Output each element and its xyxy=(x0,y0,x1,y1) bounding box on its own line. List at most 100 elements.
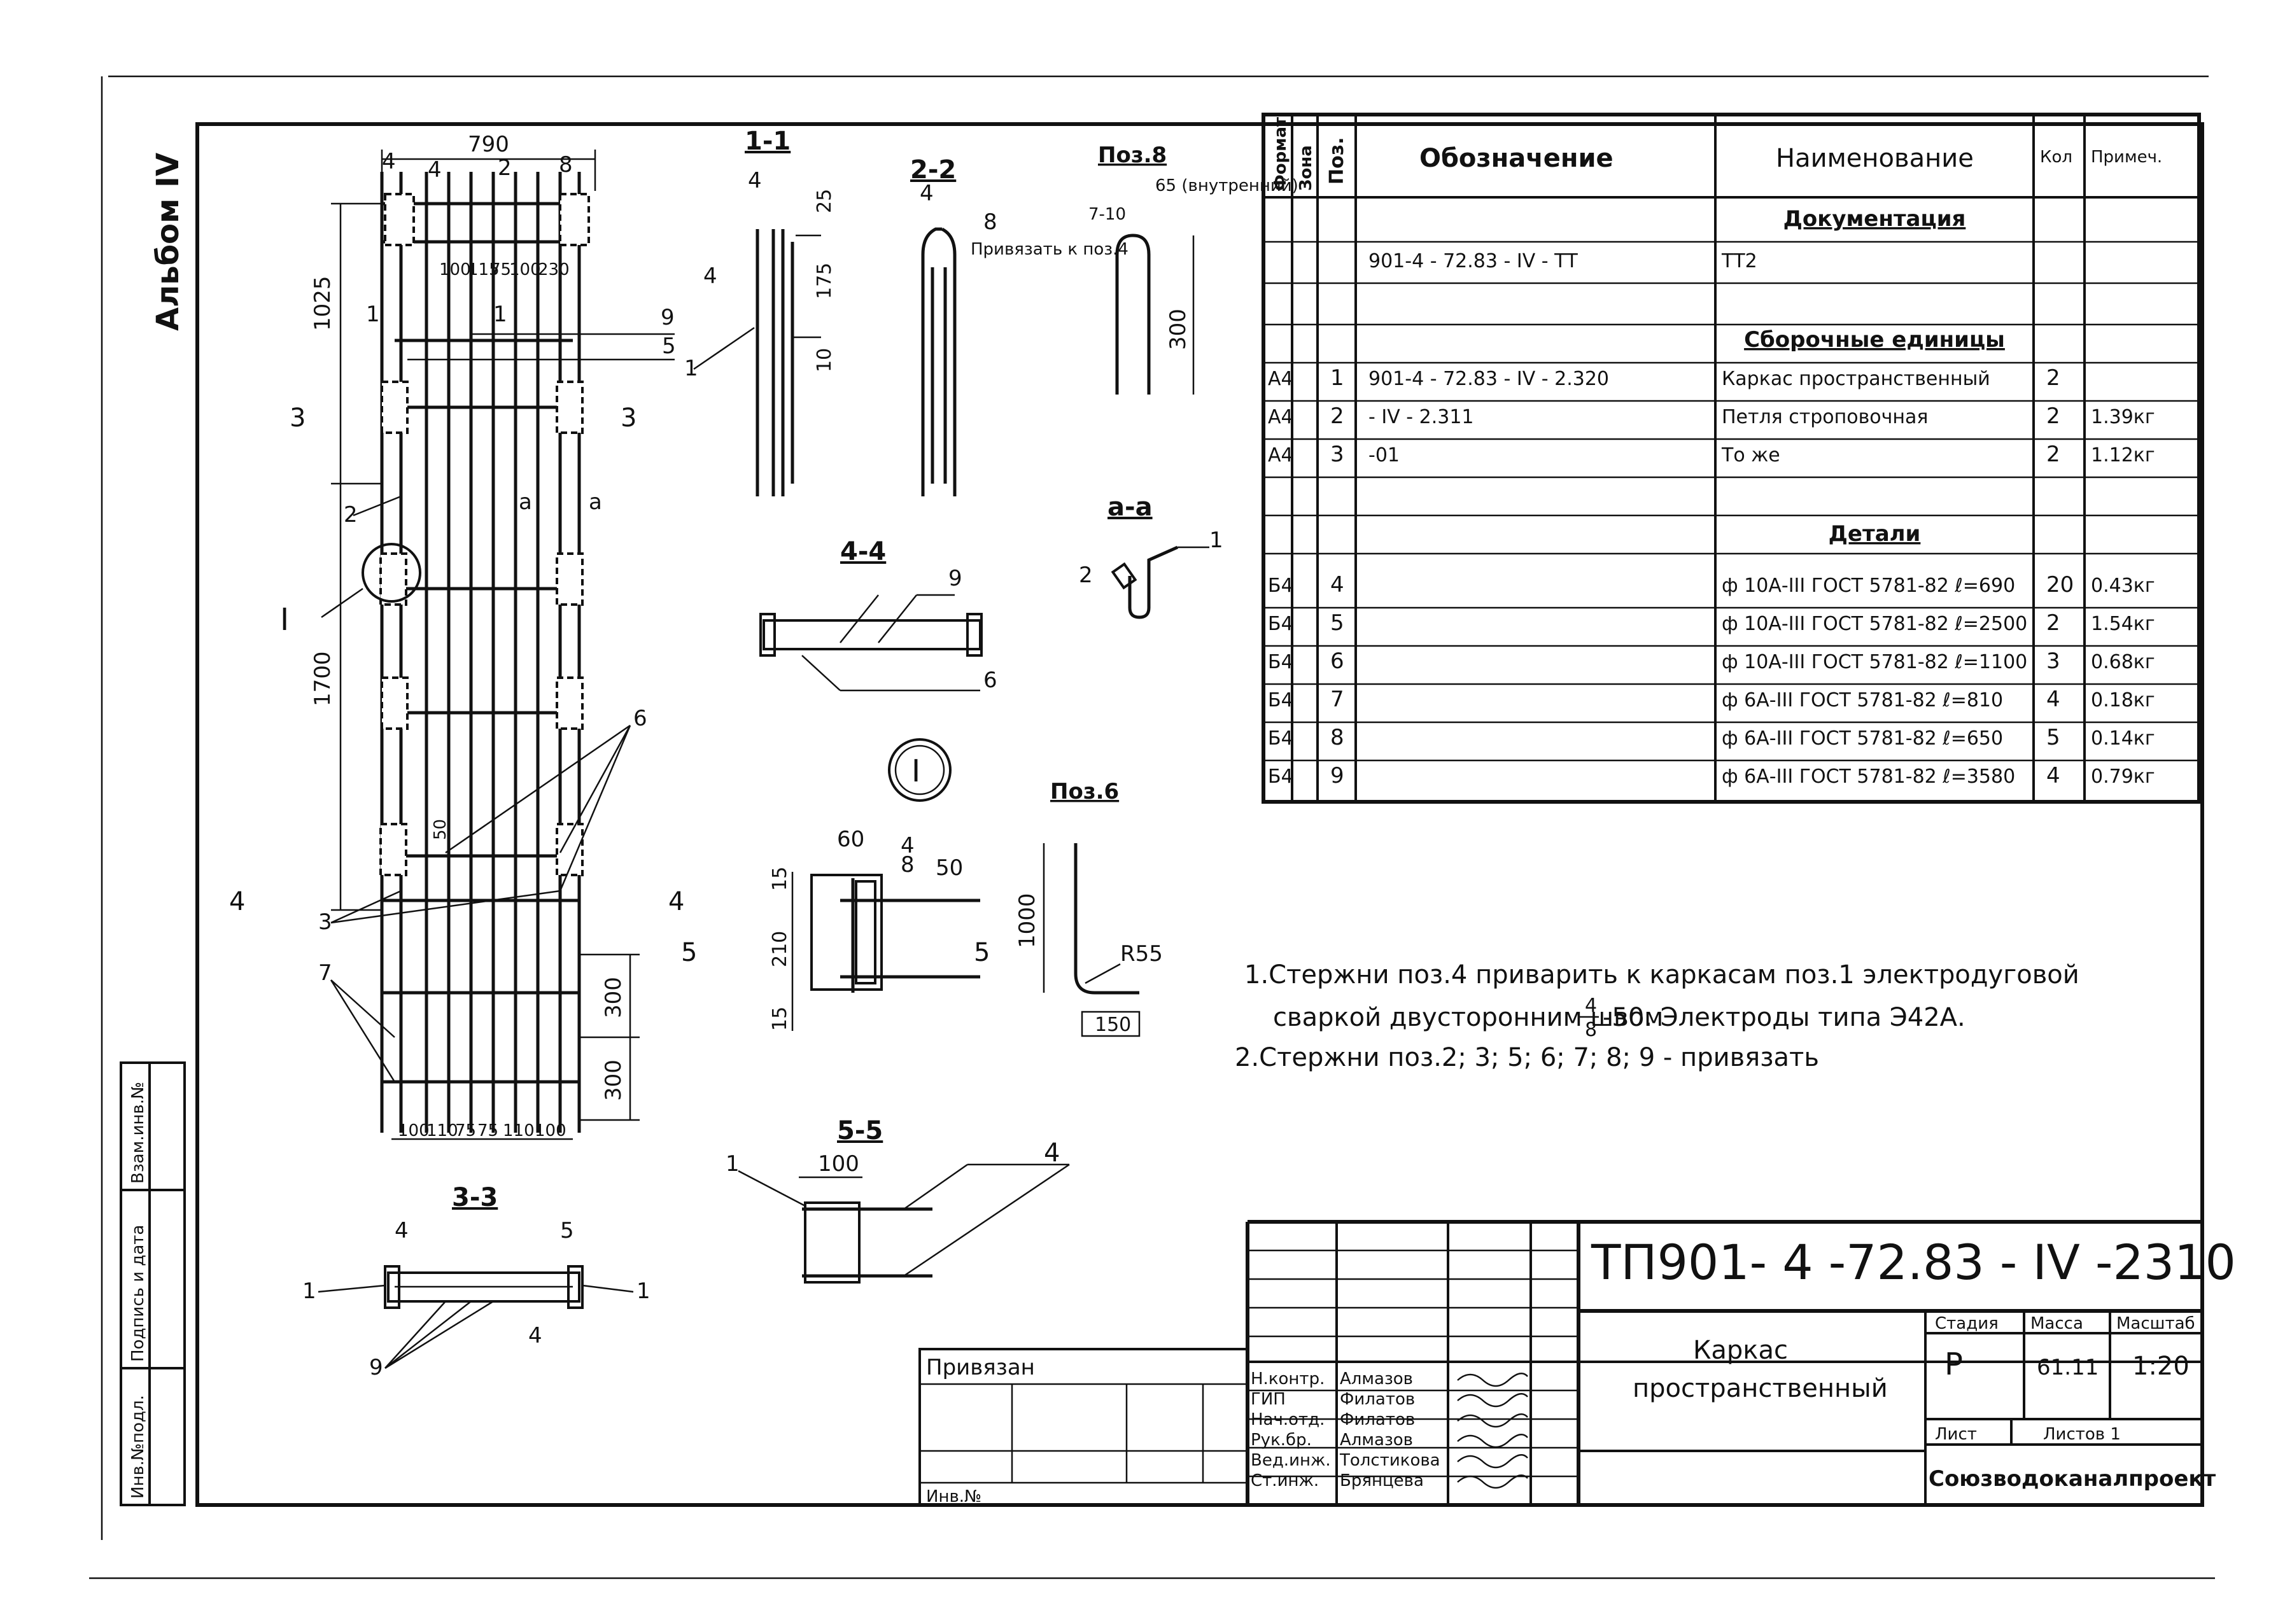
section-1-1: 1-1 25 175 10 1 4 4 xyxy=(684,127,836,496)
spec-cell-note: 0.43кг xyxy=(2091,575,2155,597)
pos6-title: Поз.6 xyxy=(1050,779,1119,804)
dim-790: 790 xyxy=(468,132,509,157)
spec-h-name: Наименование xyxy=(1776,144,1974,173)
spec-cell-name: ф 6А-III ГОСТ 5781-82 ℓ=810 xyxy=(1722,689,2003,711)
signature-mark xyxy=(1457,1474,1528,1489)
spec-cell-qty: 20 xyxy=(2046,572,2074,598)
spec-h-format: Формат xyxy=(1271,117,1290,191)
label-circle-i: I xyxy=(280,602,289,638)
dim-300-b: 300 xyxy=(601,1060,626,1101)
spec-h-qty: Кол xyxy=(2040,148,2072,167)
tb-inv: Инв.№ xyxy=(926,1487,981,1506)
sp-b-6: 100 xyxy=(535,1121,566,1140)
sp-b-3: 75 xyxy=(455,1121,476,1140)
label-7: 7 xyxy=(318,960,332,986)
s44-label-9: 9 xyxy=(948,566,962,591)
pos8-d-710: 7-10 xyxy=(1088,205,1126,224)
section-1-1-title: 1-1 xyxy=(745,127,791,156)
pos8-d-300: 300 xyxy=(1165,309,1191,350)
section-4-4-title: 4-4 xyxy=(840,537,886,566)
signature-mark xyxy=(1457,1453,1528,1469)
s11-label-4a: 4 xyxy=(748,168,762,193)
s55-d-100: 100 xyxy=(818,1151,859,1177)
pos6-d-150: 150 xyxy=(1095,1014,1131,1036)
tb-sheets: Листов 1 xyxy=(2043,1425,2121,1444)
spec-cell-pos: 3 xyxy=(1330,442,1344,467)
label-6: 6 xyxy=(633,706,647,731)
spec-cell-qty: 2 xyxy=(2046,610,2060,636)
label-4-top: 4 xyxy=(382,149,396,174)
tb-stage: Р xyxy=(1944,1347,1963,1382)
s55-label-1: 1 xyxy=(726,1151,740,1177)
spec-cell-pos: 9 xyxy=(1330,763,1344,788)
spec-cell-qty: 5 xyxy=(2046,725,2060,750)
section-3-3: 3-3 1 1 4 5 4 9 xyxy=(302,1183,650,1380)
section-4-4: 4-4 9 6 xyxy=(759,537,997,693)
saa-label-2: 2 xyxy=(1079,563,1093,588)
det-sec-5-right: 5 xyxy=(974,938,990,967)
sp-b-4: 75 xyxy=(477,1121,498,1140)
spec-cell-format: А4 xyxy=(1268,368,1293,390)
spec-cell-format: Б4 xyxy=(1268,613,1293,635)
label-5: 5 xyxy=(662,333,676,359)
spec-cell-format: А4 xyxy=(1268,444,1293,466)
pos8-title: Поз.8 xyxy=(1098,143,1167,168)
section-a-a: a-a 2 1 xyxy=(1079,493,1223,619)
tb-stage-h: Стадия xyxy=(1935,1314,1999,1333)
spec-cell-name: ф 10А-III ГОСТ 5781-82 ℓ=2500 xyxy=(1722,613,2027,635)
stamp-person: Толстикова xyxy=(1339,1451,1440,1470)
section-5-5: 5-5 100 1 4 xyxy=(726,1116,1070,1284)
s33-label-9: 9 xyxy=(369,1355,383,1380)
spec-cell-pos: 5 xyxy=(1330,610,1344,636)
section-2-2: 2-2 4 8 Привязать к поз.4 xyxy=(910,155,1128,496)
spec-cell-name: ф 10А-III ГОСТ 5781-82 ℓ=690 xyxy=(1722,575,2015,597)
stamp-role: Рук.бр. xyxy=(1251,1431,1312,1450)
spec-cell-pos: 4 xyxy=(1330,572,1344,598)
stamp-role: Ст.инж. xyxy=(1251,1471,1319,1490)
tb-scale-h: Масштаб xyxy=(2116,1314,2195,1333)
stamp-person: Филатов xyxy=(1340,1390,1415,1409)
tb-title-1: Каркас xyxy=(1693,1336,1788,1365)
dim-300-a: 300 xyxy=(601,977,626,1018)
spec-cell-name: ф 10А-III ГОСТ 5781-82 ℓ=1100 xyxy=(1722,651,2027,673)
spec-cell-name: Каркас пространственный xyxy=(1722,368,1990,390)
stamp-person: Филатов xyxy=(1340,1410,1415,1429)
note-2: 2.Стержни поз.2; 3; 5; 6; 7; 8; 9 - прив… xyxy=(1235,1043,1819,1072)
spec-cell-name: ТТ2 xyxy=(1721,250,1757,272)
section-3-3-title: 3-3 xyxy=(452,1183,498,1212)
spec-cell-note: 0.18кг xyxy=(2091,689,2155,711)
det-50: 50 xyxy=(936,855,963,881)
side-sign-label: Подпись и дата xyxy=(129,1225,148,1362)
spec-cell-note: 0.79кг xyxy=(2091,766,2155,788)
title-block: Привязан Инв.№ ТП901- 4 -72.83 - IV -231… xyxy=(918,1220,2236,1506)
spec-cell-name: Документация xyxy=(1783,206,1966,232)
spec-cell-qty: 2 xyxy=(2046,365,2060,391)
tb-mass: 61.11 xyxy=(2037,1355,2099,1380)
s44-label-6: 6 xyxy=(983,668,997,693)
s11-d-10: 10 xyxy=(813,348,836,372)
side-vz-label: Взам.инв.№ xyxy=(129,1082,148,1184)
spec-cell-qty: 4 xyxy=(2046,687,2060,712)
s22-label-4: 4 xyxy=(920,181,934,206)
signature-mark xyxy=(1457,1392,1528,1408)
spec-cell-note: 1.12кг xyxy=(2091,444,2155,466)
s33-label-1-left: 1 xyxy=(302,1278,316,1304)
signature-mark xyxy=(1457,1413,1528,1428)
pos8-d-65: 65 (внутренний) xyxy=(1155,176,1298,195)
note-1a: 1.Стержни поз.4 приварить к каркасам поз… xyxy=(1244,960,2079,990)
pos8-detail: Поз.8 65 (внутренний) 7-10 300 xyxy=(1088,143,1298,395)
detail-i: I 60 4 8 50 210 15 15 5 5 xyxy=(681,738,990,1031)
stamp-person: Брянцева xyxy=(1340,1471,1424,1490)
s22-note: Привязать к поз.4 xyxy=(971,240,1128,259)
tb-org: Союзводоканалпроект xyxy=(1929,1466,2216,1492)
sec-4-right: 4 xyxy=(668,887,684,916)
det-210: 210 xyxy=(769,931,791,967)
stamp-role: ГИП xyxy=(1251,1390,1286,1409)
spec-cell-name: Сборочные единицы xyxy=(1744,327,2005,353)
label-4-top-b: 4 xyxy=(428,157,442,183)
label-2-top: 2 xyxy=(498,155,512,181)
sp-b-2: 110 xyxy=(426,1121,458,1140)
label-2-mid: 2 xyxy=(344,502,358,528)
note-1c: -50. Электроды типа Э42А. xyxy=(1603,1003,1965,1032)
